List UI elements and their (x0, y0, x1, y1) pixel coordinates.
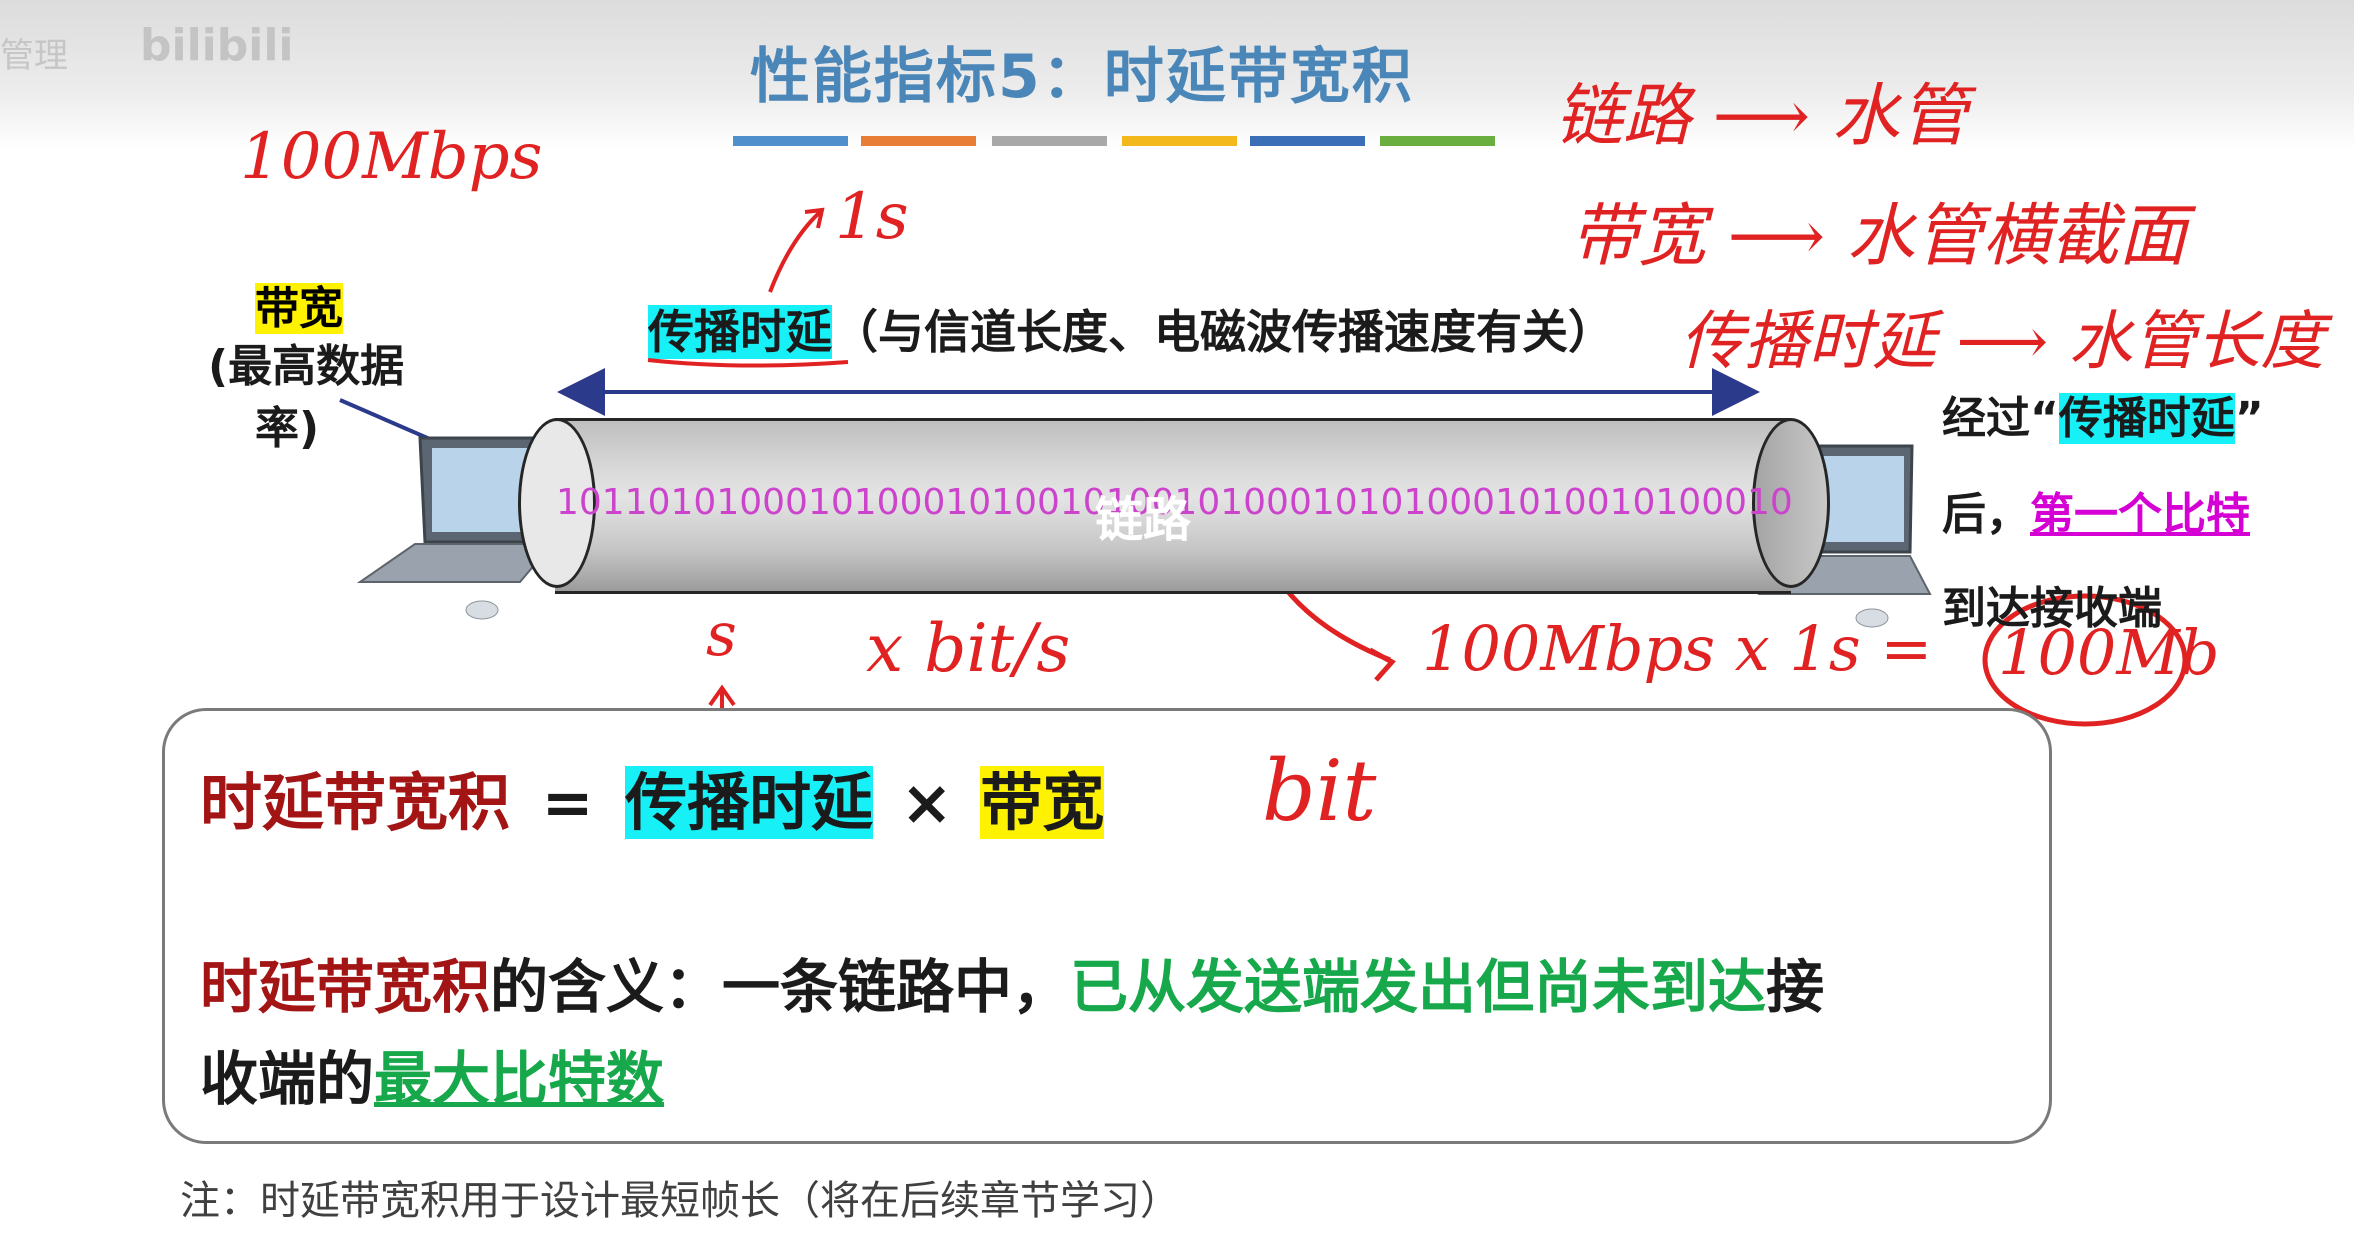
slide-title: 性能指标5：时延带宽积 (750, 42, 1414, 112)
meaning-green-1: 已从发送端 (1070, 953, 1361, 1021)
analogy-right: 水管 (1831, 77, 1968, 156)
watermark-left-text: 管理 (0, 36, 68, 76)
meaning-text-1: 的含义：一条链路中， (490, 953, 1071, 1021)
title-underline-segment (861, 136, 976, 146)
right-line-1-highlight: 传播时延 (2058, 393, 2235, 444)
handwritten-analogy-3: 传播时延 ⟶ 水管长度 (1680, 305, 2325, 379)
meaning-green-3: 最大比特数 (374, 1045, 665, 1113)
analogy-right: 水管长度 (2068, 305, 2325, 379)
meaning-line-2-prefix: 收端的 (200, 1045, 375, 1113)
title-underline-segment (992, 136, 1107, 146)
handwritten-x-bits: x bit/s (866, 610, 1071, 687)
bit-stream: 1011010100010100010100101001010001010100… (556, 482, 1793, 523)
right-line-3: 到达接收端 (1942, 583, 2162, 634)
header-band (0, 0, 2354, 150)
analogy-right: 水管横截面 (1846, 197, 2187, 276)
meaning-line-2: 收端的最大比特数 (200, 1032, 664, 1116)
red-underline-propagation (647, 358, 849, 368)
formula-equals: = (541, 766, 594, 839)
title-underline-segment (1122, 136, 1237, 146)
link-pipe-body (555, 418, 1791, 594)
formula-line: 时延带宽积 = 传播时延 × 带宽 (200, 752, 1105, 842)
title-underline-segment (733, 136, 848, 146)
link-label: 链路 (1095, 492, 1192, 548)
bandwidth-label: 带宽 (255, 272, 343, 336)
bandwidth-detail-1: (最高数据 (208, 341, 405, 392)
bandwidth-detail-2: 率) (255, 403, 320, 454)
title-underline-segment (1250, 136, 1365, 146)
meaning-text-2: 接 (1766, 953, 1825, 1021)
propagation-label-row: 传播时延（与信道长度、电磁波传播速度有关） (648, 296, 1614, 362)
title-underline-segment (1380, 136, 1495, 146)
analogy-left: 带宽 (1570, 197, 1707, 276)
propagation-term: 传播时延 (648, 305, 832, 359)
analogy-left: 链路 (1555, 77, 1692, 156)
red-oval-result (1982, 593, 2188, 727)
handwritten-one-second: 1s (835, 180, 909, 254)
meaning-green-2: 发出但尚未到达 (1360, 953, 1767, 1021)
right-line-1-suffix: ” (2234, 393, 2264, 444)
formula-term-bandwidth: 带宽 (980, 766, 1105, 839)
handwritten-bit: bit (1262, 742, 1377, 840)
handwritten-s: s (706, 600, 737, 670)
link-pipe-right-end (1752, 418, 1830, 588)
right-line-2: 后，第一个比特 (1942, 478, 2250, 542)
right-line-1-prefix: 经过“ (1942, 393, 2059, 444)
link-pipe-left-end (518, 418, 596, 588)
red-arrow-to-1s (768, 207, 825, 293)
handwritten-rate: 100Mbps (240, 120, 543, 194)
footnote: 注：时延带宽积用于设计最短帧长（将在后续章节学习） (180, 1178, 1180, 1224)
formula-term-propagation: 传播时延 (625, 766, 874, 839)
sender-laptop-icon (356, 436, 555, 620)
formula-box (162, 708, 2052, 1144)
formula-times: × (900, 766, 953, 839)
handwritten-result: 100Mb (1998, 616, 2220, 689)
handwritten-calc: 100Mbps x 1s = (1422, 612, 1933, 685)
formula-lhs: 时延带宽积 (200, 766, 511, 839)
propagation-note: （与信道长度、电磁波传播速度有关） (832, 305, 1614, 359)
meaning-line-1: 时延带宽积的含义：一条链路中，已从发送端发出但尚未到达接 (200, 940, 1824, 1024)
bilibili-watermark-logo: bilibili (140, 20, 294, 71)
bandwidth-term: 带宽 (255, 283, 343, 334)
handwritten-analogy-1: 链路 ⟶ 水管 (1555, 77, 1968, 156)
meaning-term: 时延带宽积 (200, 953, 491, 1021)
right-line-1: 经过“传播时延” (1942, 382, 2264, 446)
right-line-2-highlight: 第一个比特 (2030, 489, 2250, 540)
handwritten-analogy-2: 带宽 ⟶ 水管横截面 (1570, 197, 2187, 276)
right-line-2-prefix: 后， (1942, 489, 2030, 540)
analogy-left: 传播时延 (1680, 305, 1936, 379)
